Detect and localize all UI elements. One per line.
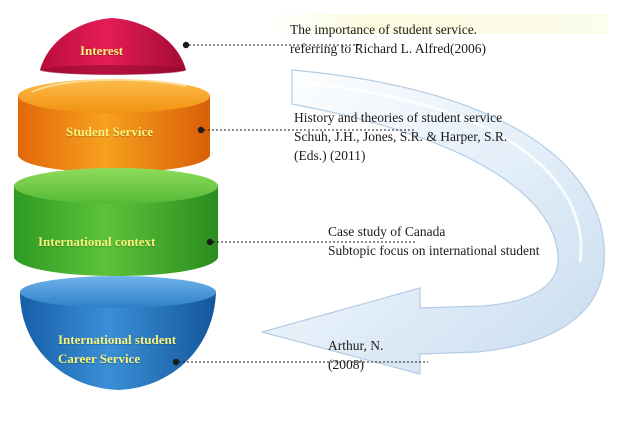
note-international-context-line-1: Case study of Canada [328,224,446,239]
career-service-label-line-2: Career Service [58,351,141,366]
note-career-service-line-2: (2008) [328,357,364,372]
student-service-segment [18,78,210,173]
note-international-context-line-2: Subtopic focus on international student [328,243,540,258]
note-career-service-line-1: Arthur, N. [328,338,384,353]
note-student-service-line-3: (Eds.) (2011) [294,148,366,163]
interest-segment [40,18,186,75]
note-student-service-line-2: Schuh, J.H., Jones, S.R. & Harper, S.R. [294,129,508,144]
note-student-service-line-1: History and theories of student service [294,110,503,125]
international-context-segment [14,168,218,276]
career-service-segment [20,276,216,390]
note-interest-line-1: The importance of student service. [290,22,478,37]
student-service-label: Student Service [66,124,154,139]
note-interest-line-2: referring to Richard L. Alfred(2006) [290,41,487,56]
note-interest: The importance of student service. refer… [290,20,486,58]
note-student-service: History and theories of student service … [294,108,507,165]
interest-label: Interest [80,43,124,58]
connector-international-context [206,238,416,246]
note-international-context: Case study of Canada Subtopic focus on i… [328,222,539,260]
career-service-label-line-1: International student [58,332,177,347]
highlight-band [268,14,608,34]
connector-student-service [197,126,416,134]
curved-arrow-sheen [299,80,583,263]
connector-interest [182,41,362,49]
career-service-label: International student Career Service [58,330,176,368]
note-career-service: Arthur, N. (2008) [328,336,383,374]
connector-career-service [172,358,428,366]
international-context-label: International context [38,234,156,249]
